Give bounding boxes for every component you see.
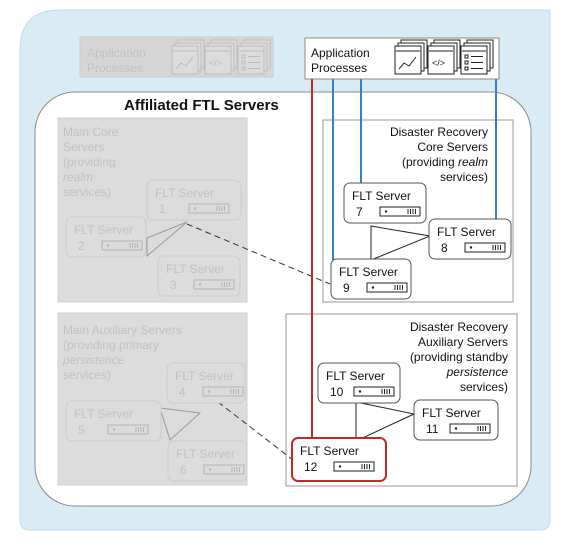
dr-core-line-2: Core Servers [417, 140, 488, 154]
server-number-4: 4 [179, 385, 186, 399]
server-slot-icon [464, 242, 506, 253]
server-slot-icon [193, 279, 235, 290]
server-slot-icon [333, 461, 375, 472]
main-core-triangle [146, 221, 188, 258]
list-window-icon [460, 39, 494, 75]
server-box-4 [166, 362, 246, 404]
server-slot-icon [366, 282, 408, 293]
main-core-line-1: Main Core [63, 125, 119, 139]
main-aux-triangle [159, 407, 202, 441]
dr-aux-triangle [355, 401, 416, 442]
dr-aux-line-3: (providing standby [409, 350, 508, 364]
server-name-10: FLT Server [326, 369, 385, 383]
server-name-3: FLT Server [166, 262, 225, 276]
replication-line-aux [217, 401, 294, 461]
main-aux-line-2: (providing primary [63, 338, 160, 352]
app-processes-dim-label-1: Application [87, 46, 146, 60]
dr-core-triangle [370, 225, 432, 261]
server-number-9: 9 [343, 281, 350, 295]
server-name-1: FLT Server [155, 186, 214, 200]
main-aux-line-3: persistence [63, 353, 125, 367]
servers-layer [65, 179, 512, 482]
server-number-6: 6 [180, 463, 187, 477]
dr-core-line-3: (providing realm [401, 155, 488, 169]
server-name-11: FLT Server [422, 406, 481, 420]
dr-core-line-4: services) [439, 170, 488, 184]
main-aux-line-4: services) [63, 368, 112, 382]
server-slot-icon [107, 424, 149, 435]
server-number-3: 3 [170, 278, 177, 292]
server-slot-icon [203, 464, 245, 475]
app-processes-dim-label-2: Processes [87, 61, 144, 75]
server-slot-icon [188, 203, 230, 214]
dr-aux-line-2: Auxiliary Servers [417, 335, 508, 349]
server-name-8: FLT Server [437, 225, 496, 239]
server-number-8: 8 [441, 241, 448, 255]
server-box-7 [343, 182, 427, 224]
server-name-6: FLT Server [176, 447, 235, 461]
svg-text:</>: </> [209, 58, 222, 68]
code-window-icon: </> [204, 39, 238, 75]
chart-window-icon [394, 39, 428, 75]
server-number-10: 10 [330, 385, 344, 399]
dr-core-line-1: Disaster Recovery [389, 125, 488, 139]
server-box-2 [65, 216, 147, 258]
server-name-2: FLT Server [74, 223, 133, 237]
server-name-12: FLT Server [300, 444, 359, 458]
server-slot-icon [202, 386, 244, 397]
server-box-9 [330, 258, 412, 300]
server-name-7: FLT Server [352, 189, 411, 203]
dr-aux-line-4: persistence [446, 365, 508, 379]
replication-line-core [186, 223, 331, 285]
server-box-6 [167, 440, 248, 482]
server-slot-icon [379, 206, 421, 217]
app-processes-label-2: Processes [311, 61, 368, 75]
server-box-11 [413, 399, 499, 441]
server-number-2: 2 [78, 239, 85, 253]
main-core-line-4: realm [63, 170, 94, 184]
dr-aux-line-1: Disaster Recovery [409, 320, 508, 334]
server-number-1: 1 [159, 202, 166, 216]
main-core-line-2: Servers [63, 140, 105, 154]
dr-aux-line-5: services) [459, 380, 508, 394]
server-name-9: FLT Server [339, 265, 398, 279]
server-name-4: FLT Server [175, 369, 234, 383]
svg-text:</>: </> [432, 58, 445, 68]
list-window-icon [237, 39, 271, 75]
server-slot-icon [449, 423, 491, 434]
server-number-5: 5 [78, 423, 85, 437]
server-box-12 [291, 437, 387, 482]
server-box-8 [428, 218, 512, 260]
main-aux-line-1: Main Auxiliary Servers [63, 323, 182, 337]
affiliated-servers-title: Affiliated FTL Servers [124, 97, 279, 114]
icons-layer: </> </> [171, 39, 494, 75]
app-processes-label-1: Application [311, 46, 370, 60]
server-name-5: FLT Server [74, 407, 133, 421]
server-number-12: 12 [304, 460, 318, 474]
server-number-11: 11 [426, 422, 439, 436]
server-box-10 [317, 362, 401, 404]
chart-window-icon [171, 39, 205, 75]
server-box-3 [157, 255, 241, 297]
server-slot-icon [101, 240, 143, 251]
main-core-line-5: services) [63, 185, 112, 199]
server-number-7: 7 [356, 205, 363, 219]
code-window-icon: </> [427, 39, 461, 75]
server-slot-icon [353, 386, 395, 397]
main-core-line-3: (providing [63, 155, 116, 169]
server-box-5 [65, 400, 162, 442]
